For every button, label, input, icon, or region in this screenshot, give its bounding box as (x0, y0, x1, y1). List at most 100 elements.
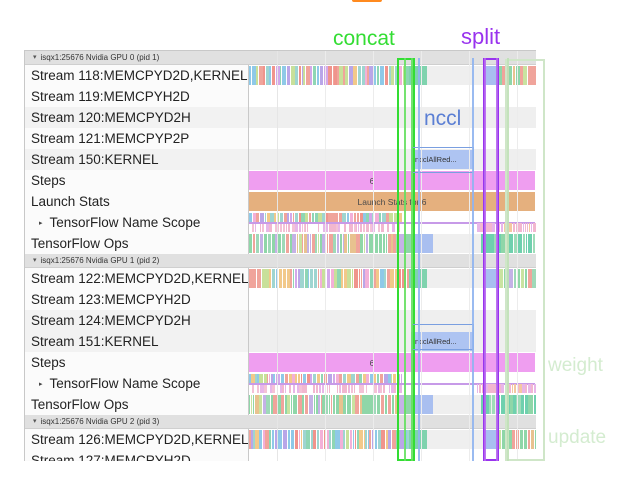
timeline-row-track[interactable]: ncclAllRed... (249, 331, 536, 352)
trace-bar[interactable] (483, 66, 499, 85)
timeline-row-label[interactable]: Stream 119:MEMCPYH2D (25, 86, 249, 107)
annotation-concat: concat (333, 27, 395, 50)
weight-update-marker (507, 58, 509, 461)
group-header[interactable]: ▾isqx1:25676 Nvidia GPU 1 (pid 2) (25, 254, 536, 268)
timeline-row-label[interactable]: Stream 150:KERNEL (25, 149, 249, 170)
timeline-row-label-text: Launch Stats (31, 194, 110, 209)
trace-bar[interactable] (483, 430, 499, 449)
trace-bar-label: 6 (369, 175, 375, 186)
timeline-row[interactable]: Stream 127:MEMCPYH2D (25, 450, 536, 461)
timeline-row-label[interactable]: Steps (25, 352, 249, 373)
timeline-row-label-text: Stream 127:MEMCPYH2D (31, 453, 191, 461)
timeline-row[interactable]: Stream 121:MEMCPYP2P (25, 128, 536, 149)
timeline-row[interactable]: Stream 123:MEMCPYH2D (25, 289, 536, 310)
timeline-row[interactable]: Stream 119:MEMCPYH2D (25, 86, 536, 107)
timeline-row-label[interactable]: TensorFlow Ops (25, 233, 249, 254)
timeline-row-label-text: Stream 150:KERNEL (31, 152, 159, 167)
timeline-row[interactable]: TensorFlow Ops (25, 394, 536, 415)
timeline-row-label-text: TensorFlow Ops (31, 236, 129, 251)
timeline-row[interactable]: ▸TensorFlow Name Scope (25, 212, 536, 233)
chevron-down-icon[interactable]: ▾ (33, 418, 37, 425)
trace-bar[interactable] (397, 395, 405, 414)
timeline-row[interactable]: Launch Stats Launch Stats for 6 (25, 191, 536, 212)
screenshot-root: ▾isqx1:25676 Nvidia GPU 0 (pid 1)Stream … (24, 0, 607, 461)
concat-marker-left (404, 58, 407, 461)
timeline-row-label[interactable]: Stream 121:MEMCPYP2P (25, 128, 249, 149)
timeline-row-label[interactable]: ▸TensorFlow Name Scope (25, 373, 249, 394)
timeline-row-label[interactable]: Steps (25, 170, 249, 191)
annotation-weight-update-line2: update (548, 427, 607, 448)
group-header-label: isqx1:25676 Nvidia GPU 0 (pid 1) (40, 53, 160, 62)
timeline-gridline (517, 51, 518, 461)
timeline-row-track[interactable] (249, 107, 536, 128)
timeline-row-label[interactable]: TensorFlow Ops (25, 394, 249, 415)
timeline-row[interactable]: Stream 122:MEMCPYD2D,KERNEL,MI (25, 268, 536, 289)
timeline-gridline (277, 51, 278, 461)
timeline-gridline (373, 51, 374, 461)
trace-bar[interactable] (397, 234, 405, 253)
timeline-row-track[interactable] (249, 268, 536, 289)
timeline-row-track[interactable]: ncclAllRed... (249, 149, 536, 170)
group-header-label: isqx1:25676 Nvidia GPU 2 (pid 3) (40, 417, 160, 426)
trace-bar[interactable]: 6 (249, 171, 535, 190)
trace-gap (427, 430, 497, 449)
timeline-row[interactable]: Stream 120:MEMCPYD2H (25, 107, 536, 128)
trace-stripe-block (249, 384, 403, 393)
timeline-row-label-text: Stream 123:MEMCPYH2D (31, 292, 191, 307)
trace-bar[interactable] (405, 234, 413, 253)
timeline-row-track[interactable] (249, 310, 536, 331)
trace-bar[interactable] (405, 395, 413, 414)
trace-namescope-rule (249, 222, 535, 224)
chevron-right-icon[interactable]: ▸ (39, 219, 43, 227)
trace-bar[interactable] (483, 269, 499, 288)
timeline-row-label[interactable]: Stream 123:MEMCPYH2D (25, 289, 249, 310)
chevron-down-icon[interactable]: ▾ (33, 54, 37, 61)
split-marker-left (484, 58, 486, 461)
timeline-gridline (325, 51, 326, 461)
timeline-row-label[interactable]: Stream 120:MEMCPYD2H (25, 107, 249, 128)
trace-bar[interactable]: 6 (249, 353, 535, 372)
chevron-down-icon[interactable]: ▾ (33, 257, 37, 264)
timeline-row-label-text: Stream 121:MEMCPYP2P (31, 131, 190, 146)
timeline-row-track[interactable] (249, 128, 536, 149)
trace-bar[interactable]: ncclAllRed... (411, 150, 473, 169)
timeline-row[interactable]: ▸TensorFlow Name Scope (25, 373, 536, 394)
timeline-row-track[interactable]: Launch Stats for 6 (249, 191, 536, 212)
timeline-row-label-text: Stream 124:MEMCPYD2H (31, 313, 191, 328)
timeline-row[interactable]: Steps 6 (25, 170, 536, 191)
weight-update-highlight-box (505, 59, 545, 461)
timeline-row-label[interactable]: Stream 151:KERNEL (25, 331, 249, 352)
timeline-row-label-text: Stream 122:MEMCPYD2D,KERNEL,MI (31, 271, 249, 286)
timeline-row-label[interactable]: Stream 127:MEMCPYH2D (25, 450, 249, 461)
timeline-row[interactable]: Stream 118:MEMCPYD2D,KERNEL,ME (25, 65, 536, 86)
trace-stripe-block (249, 430, 409, 449)
trace-bar[interactable]: Launch Stats for 6 (249, 192, 535, 211)
trace-viewer-panel[interactable]: ▾isqx1:25676 Nvidia GPU 0 (pid 1)Stream … (24, 50, 536, 461)
timeline-row-label[interactable]: Stream 122:MEMCPYD2D,KERNEL,MI (25, 268, 249, 289)
timeline-row[interactable]: Stream 124:MEMCPYD2H (25, 310, 536, 331)
timeline-row[interactable]: Stream 150:KERNEL ncclAllRed... (25, 149, 536, 170)
chevron-right-icon[interactable]: ▸ (39, 380, 43, 388)
timeline-gridline (421, 51, 422, 461)
timeline-row-track[interactable] (249, 233, 536, 254)
timeline-row-track[interactable]: 6 (249, 170, 536, 191)
trace-bar[interactable]: ncclAllRed... (411, 332, 473, 351)
timeline-row[interactable]: Stream 151:KERNEL ncclAllRed... (25, 331, 536, 352)
timeline-row-track[interactable] (249, 450, 536, 461)
timeline-row-track[interactable]: 6 (249, 352, 536, 373)
timeline-row[interactable]: Stream 126:MEMCPYD2D,KERNEL,MI (25, 429, 536, 450)
timeline-row-label[interactable]: Stream 124:MEMCPYD2H (25, 310, 249, 331)
timeline-row-track[interactable] (249, 86, 536, 107)
timeline-row-label[interactable]: ▸TensorFlow Name Scope (25, 212, 249, 233)
timeline-row[interactable]: TensorFlow Ops (25, 233, 536, 254)
timeline-row-label-text: Stream 118:MEMCPYD2D,KERNEL,ME (31, 68, 249, 83)
timeline-row-label[interactable]: Stream 126:MEMCPYD2D,KERNEL,MI (25, 429, 249, 450)
group-header[interactable]: ▾isqx1:25676 Nvidia GPU 2 (pid 3) (25, 415, 536, 429)
timeline-row-label[interactable]: Stream 118:MEMCPYD2D,KERNEL,ME (25, 65, 249, 86)
timeline-row-track[interactable] (249, 65, 536, 86)
group-header[interactable]: ▾isqx1:25676 Nvidia GPU 0 (pid 1) (25, 51, 536, 65)
timeline-row-track[interactable] (249, 289, 536, 310)
nccl-marker-start (418, 58, 420, 461)
timeline-row-label[interactable]: Launch Stats (25, 191, 249, 212)
